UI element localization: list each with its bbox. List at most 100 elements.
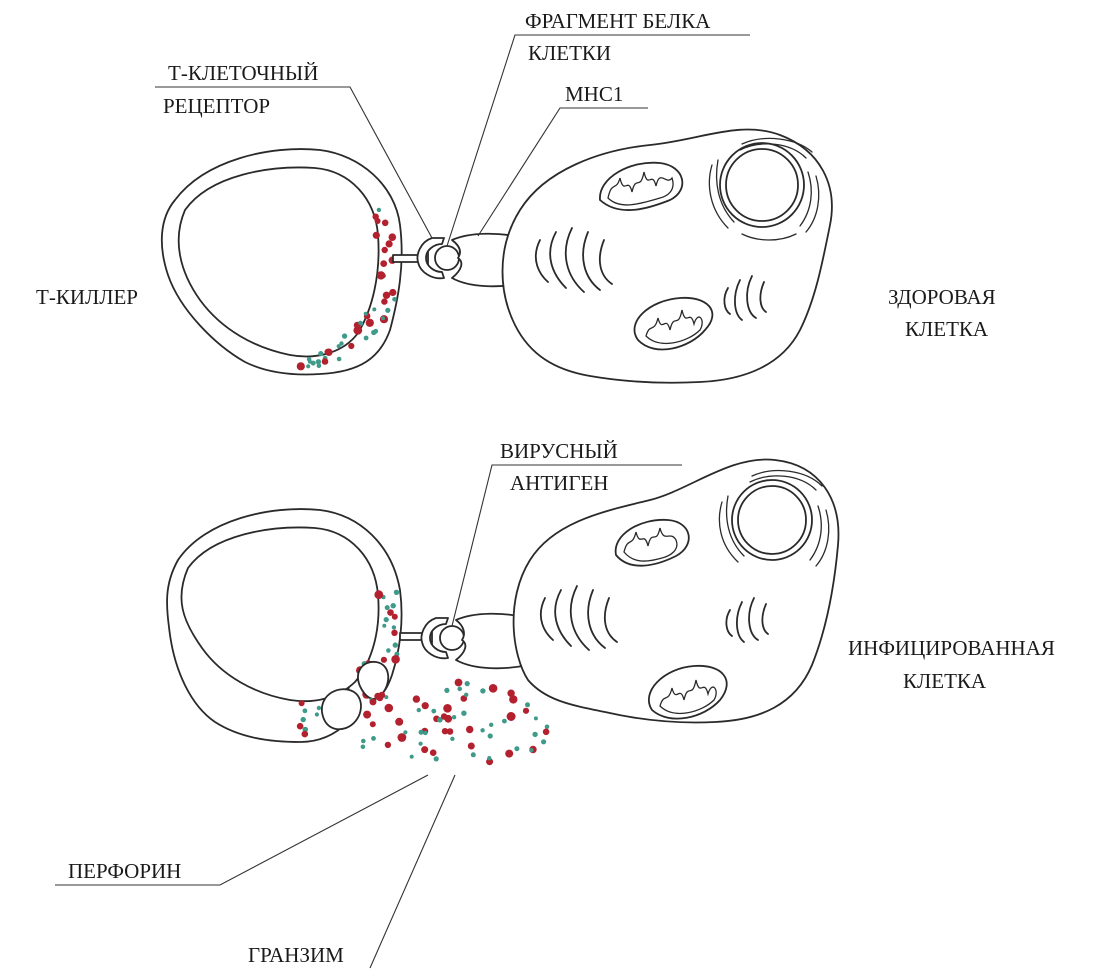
granzyme-granule [337, 357, 342, 362]
perforin-granule [381, 657, 387, 663]
granzyme-granule [419, 730, 424, 735]
granzyme-granule [532, 732, 537, 737]
granzyme-granule [480, 728, 484, 732]
granzyme-granule [403, 730, 407, 734]
perforin-granule [523, 708, 529, 714]
granzyme-granule [361, 739, 366, 744]
protein-fragment [435, 246, 459, 270]
perforin-granule [348, 343, 354, 349]
perforin-granule [381, 298, 387, 304]
perforin-granule [389, 289, 396, 296]
granzyme-granule [423, 731, 427, 735]
granzyme-granule [393, 642, 398, 647]
granzyme-granule [371, 736, 376, 741]
perforin-granule [413, 695, 420, 702]
label-healthy-cell-line1: ЗДОРОВАЯ [888, 285, 996, 309]
perforin-granule [370, 721, 376, 727]
perforin-granule [379, 692, 386, 699]
perforin-granule [299, 700, 305, 706]
perforin-granule [385, 742, 391, 748]
perforin-granule [387, 609, 394, 616]
granzyme-granule [461, 711, 466, 716]
perforin-granule [543, 729, 550, 736]
perforin-granule [389, 233, 397, 241]
label-t-cell-receptor-line2: РЕЦЕПТОР [163, 94, 270, 118]
perforin-granule [507, 712, 516, 721]
granzyme-granule [534, 716, 538, 720]
infected-nucleus [732, 480, 812, 560]
label-t-killer: Т-КИЛЛЕР [36, 285, 138, 309]
granzyme-granule [361, 745, 366, 750]
perforin-granule [466, 726, 473, 733]
granzyme-granule [364, 312, 368, 316]
granzyme-granule [364, 336, 369, 341]
perforin-granule [373, 214, 379, 220]
granzyme-granule [419, 742, 423, 746]
granzyme-granule [301, 717, 306, 722]
granzyme-granule [377, 208, 381, 212]
granzyme-granule [317, 706, 321, 710]
granzyme-granule [382, 624, 386, 628]
perforin-granule [468, 743, 475, 750]
leader-granzyme [370, 775, 455, 968]
perforin-granule [505, 750, 513, 758]
granzyme-granule [452, 715, 456, 719]
perforin-granule [302, 731, 309, 738]
granzyme-granule [394, 590, 399, 595]
granzyme-granule [381, 316, 385, 320]
label-healthy-cell-line2: КЛЕТКА [905, 317, 989, 341]
perforin-granule [370, 699, 377, 706]
perforin-granule [386, 240, 393, 247]
granzyme-granule [417, 708, 421, 712]
granzyme-granule [489, 723, 493, 727]
label-viral-antigen-line1: ВИРУСНЫЙ [500, 439, 618, 463]
perforin-granule [363, 711, 371, 719]
label-infected-cell-line2: КЛЕТКА [903, 669, 987, 693]
perforin-granule [374, 590, 383, 599]
perforin-granule [421, 746, 428, 753]
healthy-nucleus [720, 143, 804, 227]
perforin-granule [377, 271, 385, 279]
granzyme-granule [514, 746, 519, 751]
label-t-cell-receptor-line1: Т-КЛЕТОЧНЫЙ [168, 61, 318, 85]
top-panel [162, 130, 832, 383]
perforin-granule [398, 733, 407, 742]
perforin-granule [385, 704, 394, 713]
label-viral-antigen-line2: АНТИГЕН [510, 471, 608, 495]
granzyme-granule [316, 359, 321, 364]
granzyme-granule [372, 307, 376, 311]
perforin-granule [382, 247, 388, 253]
granzyme-granule [392, 625, 396, 629]
released-granules [361, 679, 550, 766]
label-protein-fragment-line1: ФРАГМЕНТ БЕЛКА [525, 9, 711, 33]
perforin-granule [297, 362, 305, 370]
granzyme-granule [431, 709, 436, 714]
granzyme-granule [391, 603, 396, 608]
granzyme-granule [318, 351, 323, 356]
granzyme-granule [525, 702, 530, 707]
viral-antigen [440, 626, 464, 650]
perforin-granule [422, 702, 429, 709]
granzyme-granule [339, 341, 343, 345]
granzyme-granule [385, 308, 390, 313]
bottom-panel [167, 460, 838, 766]
perforin-granule [447, 728, 454, 735]
granzyme-granule [371, 330, 376, 335]
granzyme-granule [465, 681, 470, 686]
label-granzyme: ГРАНЗИМ [248, 943, 344, 967]
perforin-granule [325, 349, 332, 356]
perforin-granule [455, 679, 463, 687]
granzyme-granule [487, 756, 491, 760]
granzyme-granule [308, 360, 312, 364]
granzyme-granule [306, 364, 310, 368]
granzyme-granule [444, 688, 449, 693]
granzyme-granule [342, 333, 347, 338]
infected-cell [514, 460, 839, 723]
perforin-granule [395, 718, 403, 726]
granzyme-granule [410, 755, 414, 759]
perforin-granule [430, 749, 437, 756]
perforin-granule [366, 319, 374, 327]
granzyme-granule [450, 737, 454, 741]
granzyme-granule [392, 297, 397, 302]
